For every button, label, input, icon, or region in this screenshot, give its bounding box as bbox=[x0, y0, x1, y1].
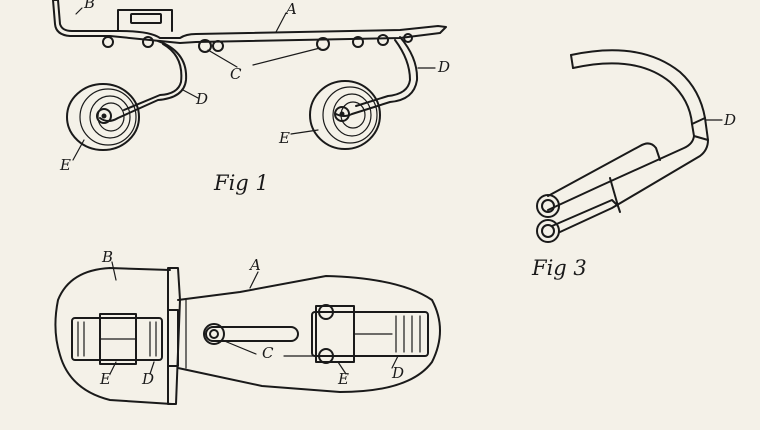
fig3-bracket-edge bbox=[691, 117, 709, 141]
fig3-bracket-outer bbox=[559, 49, 709, 233]
fig3-arm-upper bbox=[547, 142, 661, 197]
fig3-axle-bottom bbox=[536, 219, 560, 243]
plan-heel-plate bbox=[54, 267, 173, 405]
fig1-foot-plate bbox=[52, 0, 447, 44]
fig1-label-bracket-front: D bbox=[437, 58, 450, 76]
plan-adjust-slot bbox=[205, 326, 299, 342]
fig1-label-wheel-rear: E bbox=[59, 156, 71, 174]
plan-slot-bolt bbox=[203, 323, 225, 345]
fig1-front-wheel bbox=[309, 80, 381, 150]
fig1-label-plate: A bbox=[284, 0, 297, 18]
plan-label-heel: B bbox=[101, 248, 113, 266]
fig1-heel-slot bbox=[130, 13, 162, 24]
plan-right-wheel-assembly bbox=[311, 304, 429, 364]
plan-foot-plate bbox=[177, 275, 441, 393]
fig1-label-bracket-rear: D bbox=[195, 90, 208, 108]
plan-view: B A C E D E D bbox=[54, 248, 441, 405]
fig1-rear-bracket-inner bbox=[123, 43, 183, 111]
plan-label-bracket-right: D bbox=[391, 364, 404, 382]
fig1-caption: Fig 1 bbox=[213, 171, 269, 195]
fig3-axle-top bbox=[536, 194, 560, 218]
fig1-leader-lines bbox=[72, 7, 436, 161]
plan-label-bolts: C bbox=[262, 344, 274, 362]
fig3-caption: Fig 3 bbox=[531, 256, 587, 280]
fig1-front-bracket-inner bbox=[355, 39, 411, 107]
plan-label-wheel-right: E bbox=[337, 370, 349, 388]
fig3-arm-lower bbox=[551, 199, 621, 227]
fig3-axle-bottom-hole bbox=[541, 224, 555, 238]
fig3-axle-top-hole bbox=[541, 199, 555, 213]
plan-label-plate: A bbox=[248, 256, 261, 274]
plan-label-bracket-left: D bbox=[141, 370, 154, 388]
fig1-bolts bbox=[102, 33, 413, 53]
fig1-rear-wheel bbox=[66, 83, 140, 151]
plan-label-wheel-left: E bbox=[99, 370, 111, 388]
fig3-bracket-detail: D Fig 3 bbox=[531, 49, 736, 280]
fig3-bracket-inner bbox=[547, 62, 695, 211]
plan-leader-lines bbox=[109, 261, 399, 375]
fig3-arm-divider bbox=[609, 177, 619, 207]
fig1-side-view: B A C D D E E Fig 1 bbox=[52, 0, 450, 195]
plan-slot-bolt-center bbox=[209, 329, 219, 339]
fig1-label-bolts: C bbox=[230, 65, 242, 83]
fig3-label-bracket: D bbox=[723, 111, 736, 129]
fig1-label-heel: B bbox=[83, 0, 95, 12]
fig1-front-bracket bbox=[335, 36, 419, 117]
fig1-label-wheel-front: E bbox=[278, 129, 290, 147]
fig3-bracket-tip bbox=[570, 54, 574, 69]
fig1-heel-loop bbox=[117, 9, 173, 32]
plan-left-wheel-assembly bbox=[71, 309, 179, 367]
